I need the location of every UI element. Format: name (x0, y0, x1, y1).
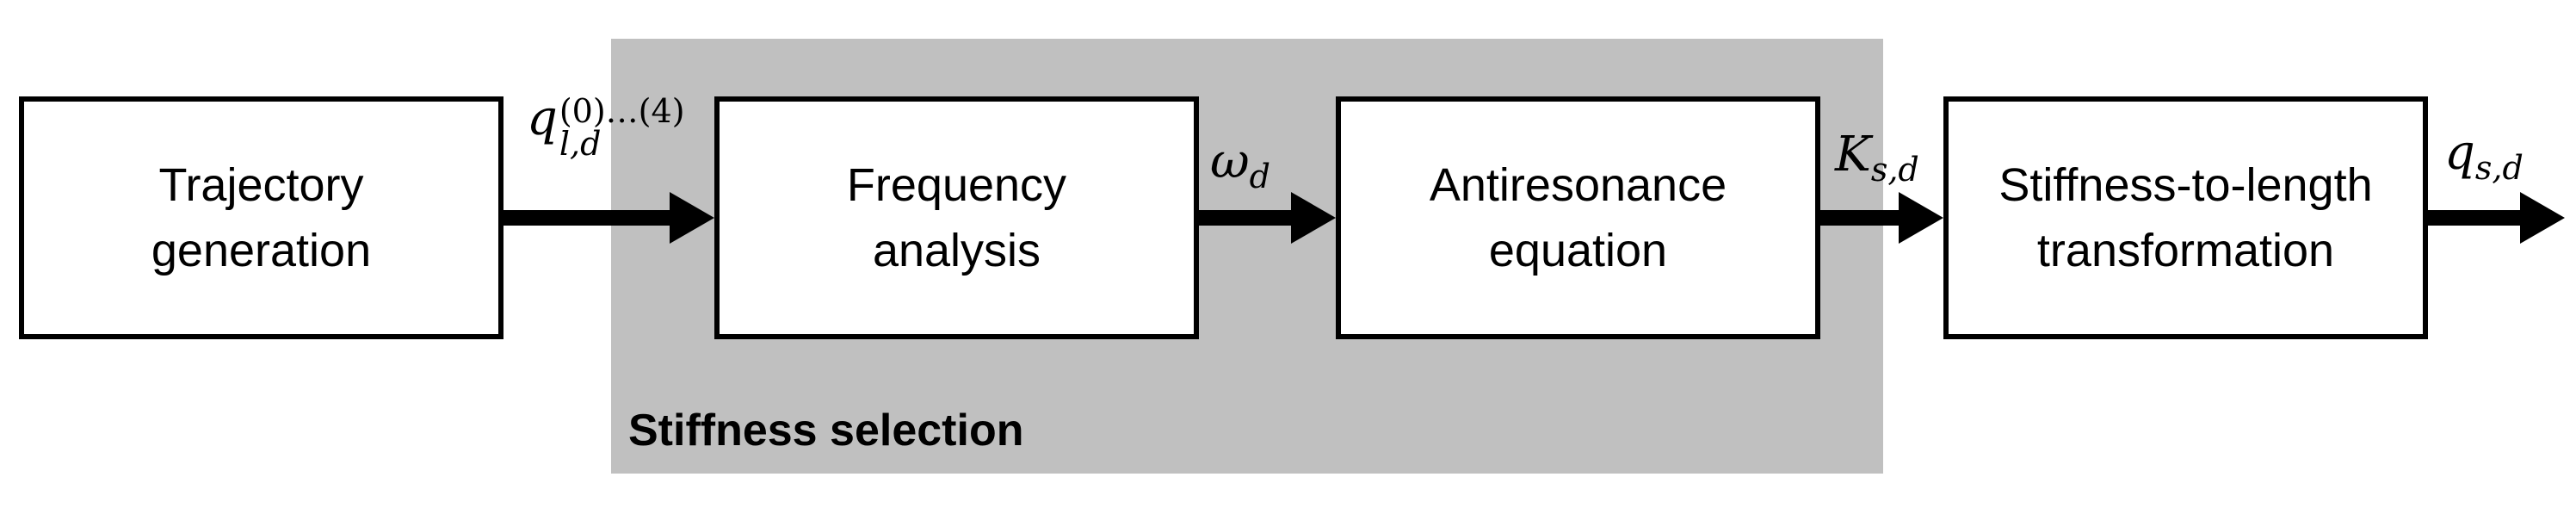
signal-q-sd-subscript: s,d (2474, 149, 2523, 188)
frequency-analysis-block: Frequency analysis (714, 96, 1199, 339)
frequency-analysis-label: Frequency analysis (846, 159, 1067, 276)
stiffness-to-length-block: Stiffness-to-length transformation (1943, 96, 2428, 339)
arrowhead-icon (670, 192, 714, 244)
signal-q-ld-subscript: l,d (559, 125, 602, 163)
signal-q-sd-base: q (2444, 125, 2475, 181)
arrow-output (2428, 210, 2523, 226)
arrow-antiresonance-to-stiffness-to-length (1820, 210, 1902, 226)
signal-omega-d-base: ω (1210, 133, 1250, 189)
signal-q-sd: qs,d (2444, 129, 2523, 188)
signal-k-sd-base: K (1835, 127, 1871, 183)
stiffness-selection-label: Stiffness selection (628, 406, 1024, 455)
arrowhead-icon (1291, 192, 1336, 244)
arrowhead-icon (2520, 192, 2565, 244)
arrowhead-icon (1899, 192, 1943, 244)
stiffness-to-length-label: Stiffness-to-length transformation (1998, 159, 2373, 276)
signal-q-ld-base: q (527, 90, 558, 146)
antiresonance-equation-block: Antiresonance equation (1336, 96, 1820, 339)
arrow-frequency-to-antiresonance (1199, 210, 1294, 226)
signal-q-ld: q(0)…(4)l,d (527, 95, 685, 161)
trajectory-generation-block: Trajectory generation (19, 96, 503, 339)
arrow-trajectory-to-frequency (503, 210, 671, 226)
trajectory-generation-label: Trajectory generation (151, 159, 372, 276)
signal-omega-d: ωd (1210, 138, 1270, 196)
signal-k-sd: Ks,d (1835, 131, 1919, 189)
signal-k-sd-subscript: s,d (1870, 151, 1919, 189)
signal-q-ld-superscript: (0)…(4) (559, 92, 685, 130)
signal-omega-d-subscript: d (1249, 158, 1270, 196)
antiresonance-equation-label: Antiresonance equation (1429, 159, 1727, 276)
signal-q-ld-scripts: (0)…(4)l,d (559, 95, 685, 160)
